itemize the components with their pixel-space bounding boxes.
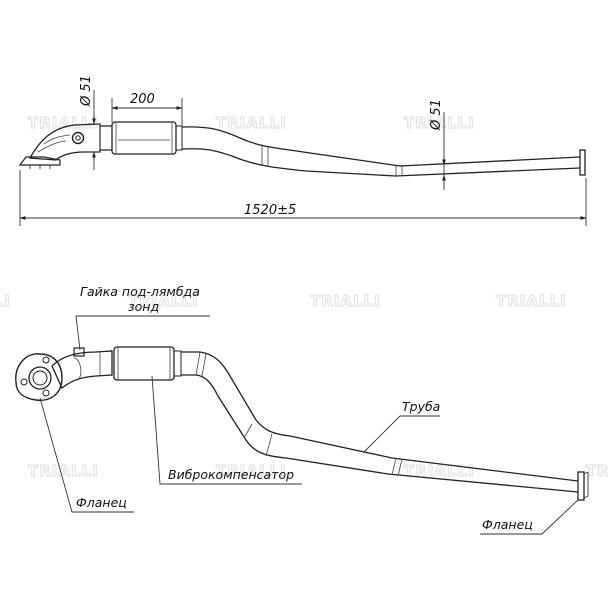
leader-flange-right: Фланец	[480, 499, 579, 535]
iso-inlet-bend	[51, 350, 113, 390]
flex-length-label: 200	[130, 92, 155, 107]
iso-outlet-flange	[577, 471, 589, 501]
lambda-nut-label-line2: зонд	[128, 299, 159, 314]
leader-pipe: Труба	[363, 399, 440, 453]
side-view: Ø 51 200 Ø 51 1520±5	[18, 75, 587, 226]
watermark: TRIALLI	[586, 462, 608, 480]
inlet-diameter-label: Ø 51	[79, 75, 94, 107]
lambda-nut-label: Гайка под-лямбда	[80, 284, 200, 299]
leader-flex: Виброкомпенсатор	[151, 375, 302, 485]
watermark-layer: TRIALLI TRIALLI TRIALLI TRIALLI TRIALLI …	[0, 113, 608, 480]
dim-flex-length: 200	[111, 92, 183, 126]
watermark: TRIALLI	[28, 114, 99, 132]
pipe-label: Труба	[402, 399, 440, 414]
iso-view: Гайка под-лямбда зонд Виброкомпенсатор Т…	[15, 284, 589, 535]
leader-flange-left: Фланец	[39, 397, 134, 513]
watermark: TRIALLI	[404, 114, 475, 132]
watermark: TRIALLI	[216, 114, 287, 132]
iso-inlet-flange	[15, 353, 63, 401]
iso-flex-section	[113, 346, 182, 381]
side-inlet-flange	[18, 156, 61, 169]
side-flex-section	[111, 121, 183, 155]
dim-outlet-diameter: Ø 51	[429, 99, 446, 190]
flex-label: Виброкомпенсатор	[168, 467, 294, 482]
side-lambda-nut	[71, 131, 85, 145]
watermark: TRIALLI	[28, 462, 99, 480]
watermark: TRIALLI	[404, 462, 475, 480]
watermark: TRIALLI	[128, 292, 199, 310]
watermark: TRIALLI	[0, 292, 11, 310]
flange-right-label: Фланец	[482, 517, 533, 532]
iso-lambda-nut	[73, 347, 85, 357]
watermark: TRIALLI	[216, 462, 287, 480]
iso-main-pipe	[181, 351, 579, 493]
leader-lambda-nut: Гайка под-лямбда зонд	[75, 284, 210, 351]
dim-overall-length: 1520±5	[19, 170, 587, 226]
dim-inlet-diameter: Ø 51	[79, 75, 100, 170]
watermark: TRIALLI	[496, 292, 567, 310]
overall-length-label: 1520±5	[244, 203, 296, 218]
flange-left-label: Фланец	[76, 495, 127, 510]
watermark: TRIALLI	[310, 292, 381, 310]
outlet-diameter-label: Ø 51	[429, 99, 444, 131]
side-main-pipe	[181, 126, 586, 177]
